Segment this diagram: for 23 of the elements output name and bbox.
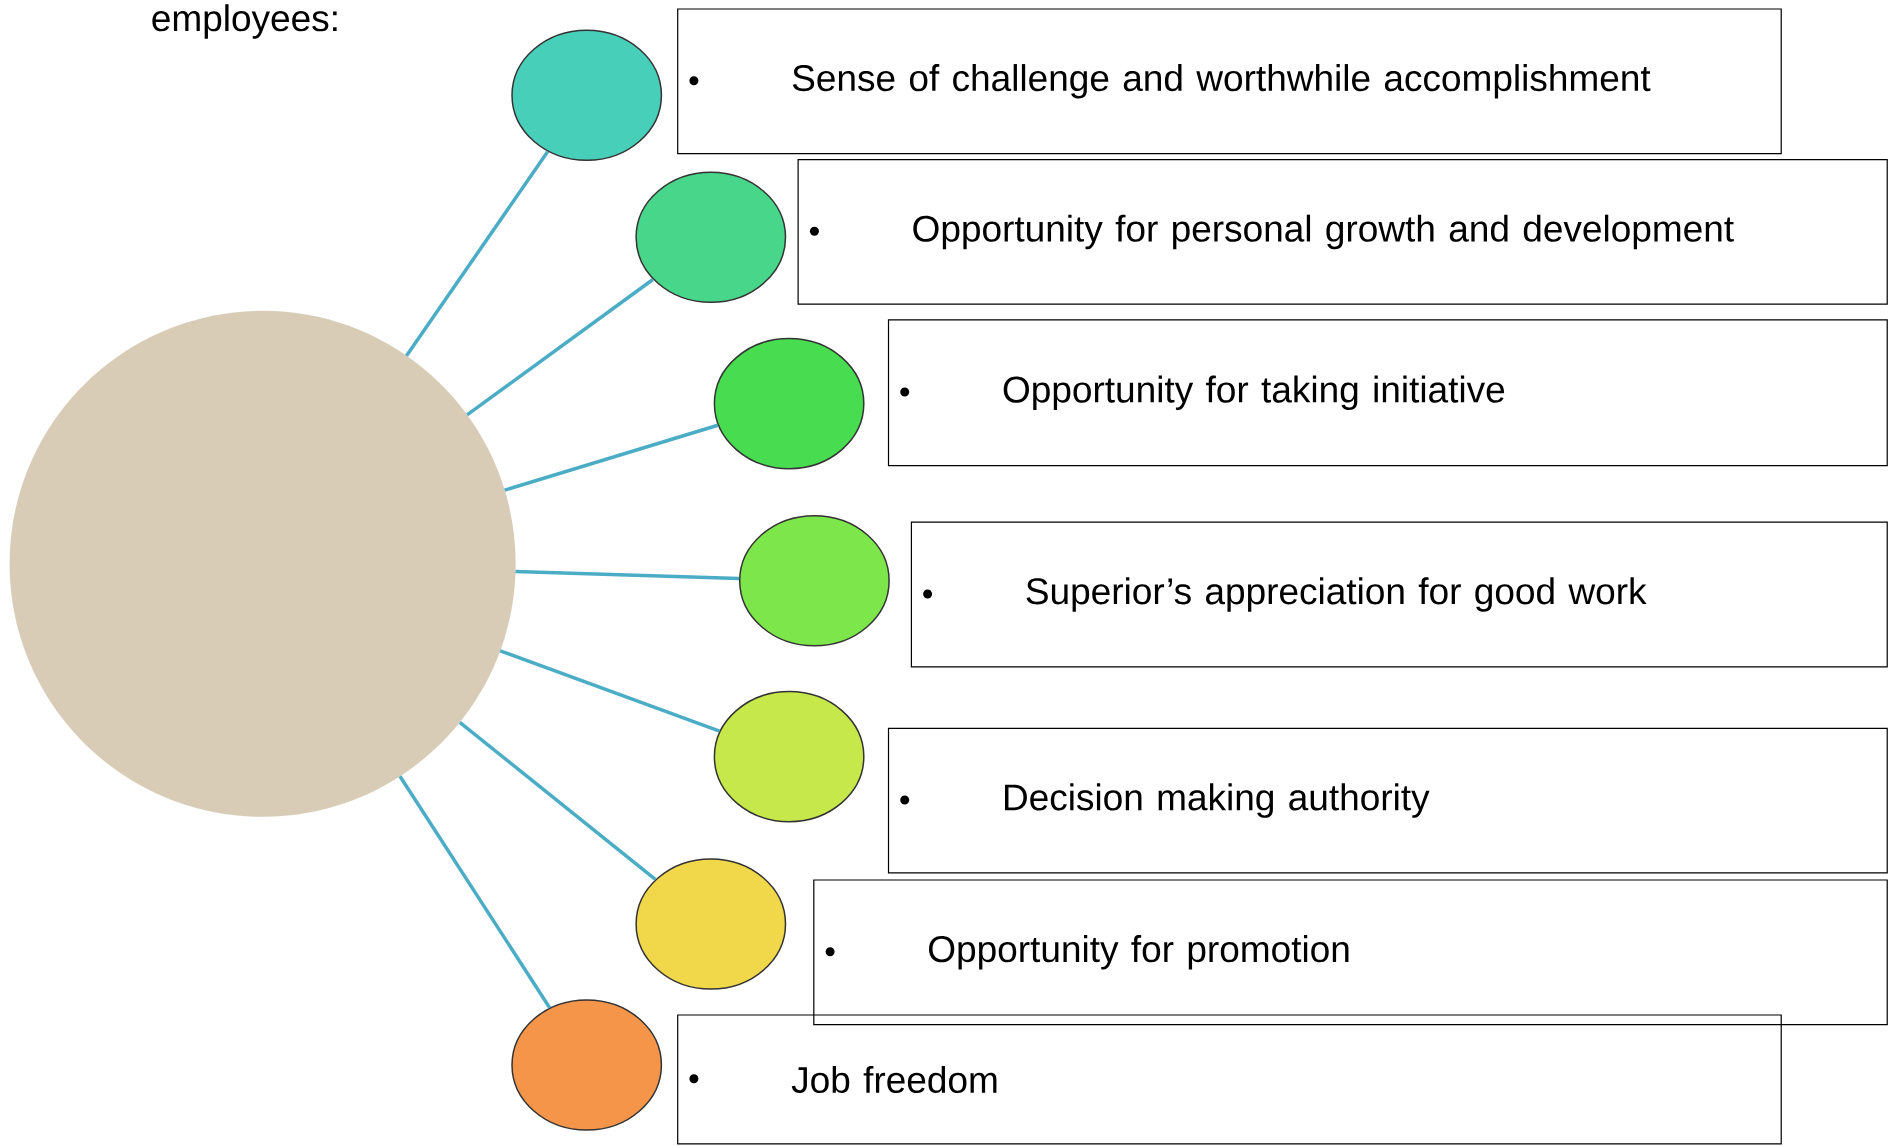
connector-line (504, 423, 719, 492)
colored-circle (635, 858, 787, 990)
connector-line (405, 150, 550, 357)
text-box: Decision making authority (887, 727, 1888, 874)
connector-line (458, 720, 657, 881)
colored-circle (635, 171, 787, 304)
text-box: Superior’s appreciation for good work (910, 521, 1888, 668)
connector-line (466, 278, 654, 417)
colored-circle (511, 29, 663, 161)
colored-circle (713, 337, 865, 470)
colored-circle (511, 999, 663, 1131)
text-box: Sense of challenge and worthwhile accomplishment (677, 8, 1782, 155)
heading-text: employees: (152, 4, 337, 39)
colored-circle (713, 690, 865, 823)
connector-line (398, 775, 552, 1009)
connector-line (515, 569, 740, 581)
text-box: Opportunity for taking initiative (887, 319, 1888, 467)
text-box: Opportunity for personal growth and development (797, 159, 1888, 305)
text-box: Job freedom (677, 1014, 1782, 1145)
connector-line (499, 649, 721, 733)
text-box: Opportunity for promotion (813, 879, 1888, 1026)
textured-circle (9, 310, 516, 817)
colored-circle (738, 514, 890, 647)
